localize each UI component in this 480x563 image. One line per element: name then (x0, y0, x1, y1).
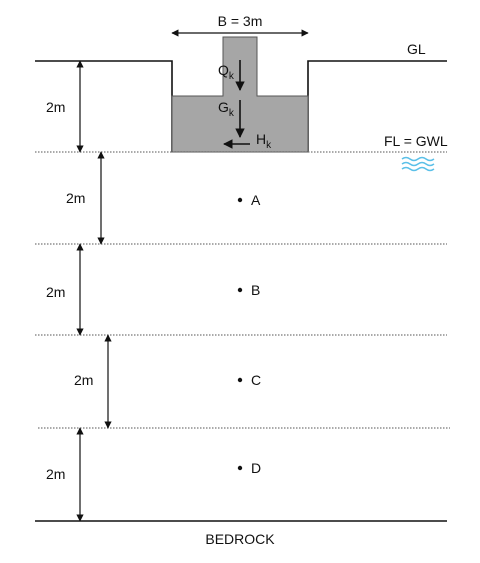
point-b-label: B (251, 282, 260, 298)
depth-label-3: 2m (74, 372, 93, 388)
water-wave-icon (401, 156, 435, 172)
point-c-label: C (251, 372, 261, 388)
h-load-label: Hk (256, 131, 272, 151)
q-load-label: Qk (218, 62, 235, 82)
point-b-dot (237, 287, 243, 293)
ground-level-label: GL (407, 41, 426, 57)
point-a-label: A (251, 192, 261, 208)
point-d-label: D (251, 460, 261, 476)
bedrock-label: BEDROCK (205, 531, 275, 547)
g-load-label: Gk (218, 99, 235, 119)
water-table-label: FL = GWL (384, 133, 448, 149)
depth-label-2: 2m (46, 284, 65, 300)
point-a-dot (237, 197, 243, 203)
depth-label-0: 2m (46, 99, 65, 115)
point-c-dot (237, 377, 243, 383)
width-label: B = 3m (218, 13, 263, 29)
depth-label-1: 2m (66, 190, 85, 206)
point-d-dot (237, 465, 243, 471)
depth-label-4: 2m (46, 466, 65, 482)
